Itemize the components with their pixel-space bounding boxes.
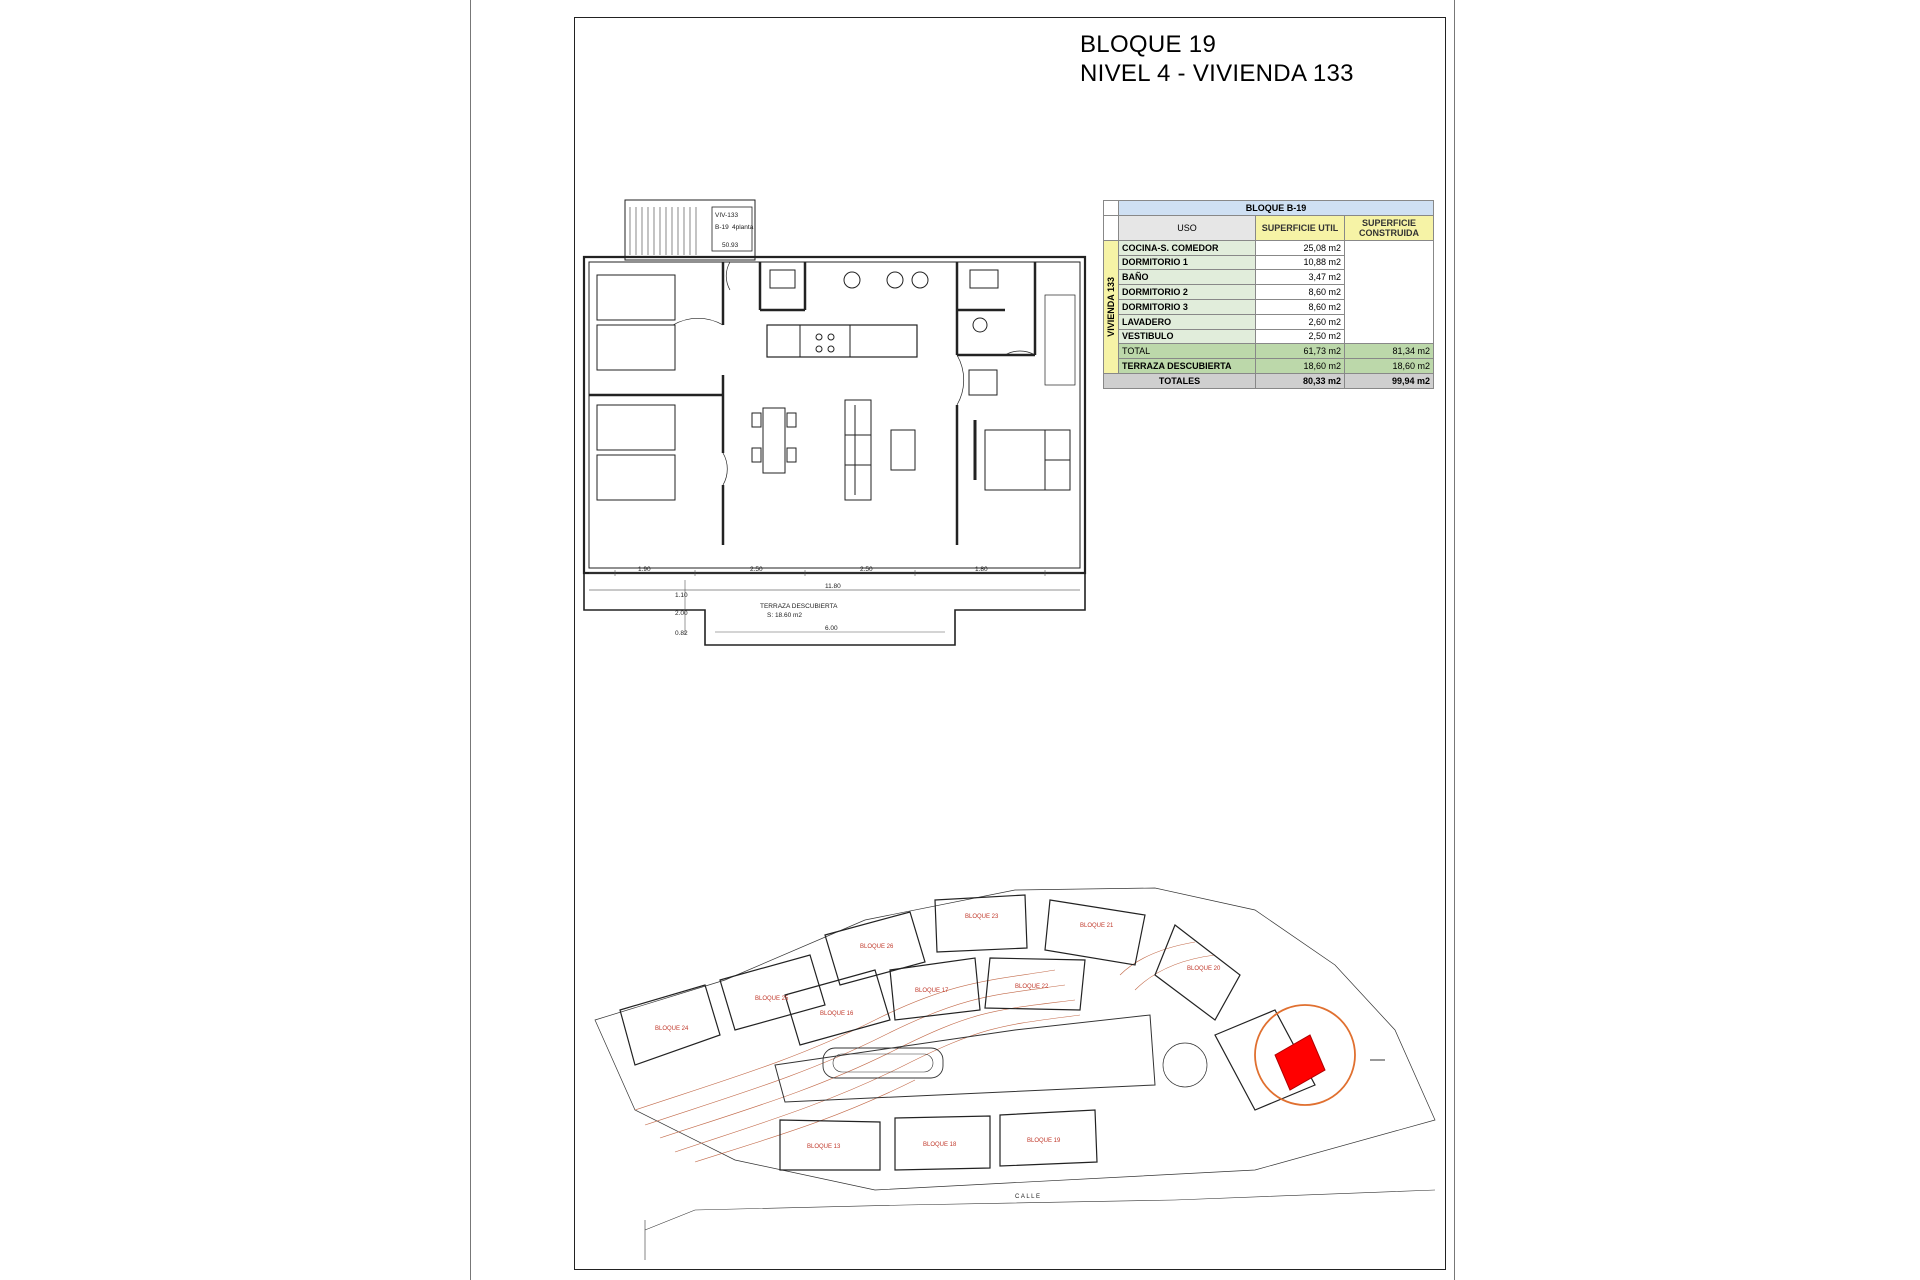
side-label: VIVIENDA 133 [1106, 277, 1116, 337]
table-header: BLOQUE B-19 [1118, 200, 1434, 216]
dim-v1: 1.10 [675, 592, 688, 599]
block-label: BLOQUE 20 [1187, 966, 1221, 972]
block-label: BLOQUE 24 [655, 1026, 689, 1032]
bed-1 [596, 274, 676, 321]
dining-table [762, 407, 786, 474]
site-plan: BLOQUE 24 BLOQUE 25 BLOQUE 26 BLOQUE 23 … [594, 887, 1436, 1260]
col-uso: USO [1118, 214, 1256, 241]
stairs [629, 207, 697, 255]
row-util: 2,50 m2 [1255, 328, 1345, 345]
block-label: BLOQUE 22 [1015, 984, 1049, 990]
highlighted-unit [1274, 1034, 1326, 1091]
unit-tag-box [711, 206, 753, 252]
bed-2 [596, 324, 676, 371]
row-util: 2,60 m2 [1255, 313, 1345, 330]
sink-1 [769, 269, 796, 289]
dim-2: 2.50 [750, 566, 763, 573]
row-uso: COCINA-S. COMEDOR [1118, 239, 1256, 256]
row-uso: VESTIBULO [1118, 328, 1256, 345]
row-uso: DORMITORIO 2 [1118, 284, 1256, 300]
dim-1: 1.90 [638, 566, 651, 573]
bed-4 [596, 454, 676, 501]
interior-walls [589, 262, 1037, 545]
area-table: BLOQUE B-19 USO SUPERFICIE UTIL SUPERFIC… [1103, 200, 1434, 389]
total-uso: TOTAL [1118, 343, 1256, 360]
tag-block: B-19 [715, 224, 729, 231]
total-util: 61,73 m2 [1255, 343, 1345, 360]
drawing-title: BLOQUE 19 NIVEL 4 - VIVIENDA 133 [1080, 30, 1354, 88]
dim-v2: 2.00 [675, 610, 688, 617]
row-uso: DORMITORIO 1 [1118, 254, 1256, 271]
dim-total: 11.80 [825, 583, 841, 590]
tag-floor: 4planta [732, 224, 754, 231]
dim-4: 1.80 [975, 566, 988, 573]
row-util: 10,88 m2 [1255, 254, 1345, 271]
row-uso: DORMITORIO 3 [1118, 298, 1256, 315]
roundabout [1162, 1042, 1208, 1088]
outer-wall [582, 255, 1087, 575]
block-label: BLOQUE 21 [1080, 923, 1114, 929]
stair-block [624, 199, 756, 261]
totales-uso: TOTALES [1103, 372, 1256, 389]
title-block: BLOQUE 19 [1080, 31, 1217, 58]
terrace-outline [583, 573, 1086, 646]
row-uso: LAVADERO [1118, 313, 1256, 330]
terrace-area: S: 18.60 m2 [767, 612, 802, 619]
col-util: SUPERFICIE UTIL [1255, 214, 1345, 241]
contour-lines [634, 941, 1216, 1163]
bed-3 [596, 404, 676, 451]
block-label: BLOQUE 26 [860, 944, 894, 950]
terraza-construida: 18,60 m2 [1344, 358, 1434, 374]
row-util: 25,08 m2 [1255, 239, 1345, 256]
row-uso: BAÑO [1118, 269, 1256, 286]
floor-plan: VIV-133 B-19 4planta 50.93 1.90 2.50 2.5… [582, 199, 1087, 646]
dim-v3: 0.82 [675, 630, 688, 637]
terrace-label: TERRAZA DESCUBIERTA [760, 603, 838, 610]
side-label-cell: VIVIENDA 133 [1103, 239, 1119, 374]
terraza-util: 18,60 m2 [1255, 358, 1345, 374]
dimension-lines [589, 570, 1080, 635]
drawing-frame [574, 17, 1446, 1270]
block-label: BLOQUE 16 [820, 1011, 854, 1017]
totales-util: 80,33 m2 [1255, 372, 1345, 389]
row-util: 8,60 m2 [1255, 284, 1345, 300]
title-level-unit: NIVEL 4 - VIVIENDA 133 [1080, 60, 1354, 87]
kitchen-counter [766, 324, 918, 358]
block-label: BLOQUE 18 [923, 1142, 957, 1148]
row-util: 3,47 m2 [1255, 269, 1345, 286]
terraza-uso: TERRAZA DESCUBIERTA [1118, 358, 1256, 374]
totales-construida: 99,94 m2 [1344, 372, 1434, 389]
street-label: CALLE [1015, 1194, 1042, 1200]
dim-3: 2.50 [860, 566, 873, 573]
site-boundary [594, 887, 1436, 1191]
toilet-1 [843, 271, 861, 289]
dim-bottom: 6.00 [825, 625, 838, 632]
building-blocks [619, 894, 1316, 1171]
drawing-sheet [470, 0, 1455, 1280]
block-label: BLOQUE 13 [807, 1144, 841, 1150]
block-label: BLOQUE 23 [965, 914, 999, 920]
laundry-area [1044, 294, 1076, 386]
coffee-table [890, 429, 916, 471]
plan-labels: VIV-133 B-19 4planta 50.93 1.90 2.50 2.5… [638, 212, 988, 637]
block-label: BLOQUE 19 [1027, 1138, 1061, 1144]
block-labels: BLOQUE 24 BLOQUE 25 BLOQUE 26 BLOQUE 23 … [655, 914, 1221, 1150]
tag-area: 50.93 [722, 242, 739, 249]
block-label: BLOQUE 17 [915, 988, 949, 994]
block-label: BLOQUE 25 [755, 996, 789, 1002]
sofa [844, 399, 872, 501]
tag-unit: VIV-133 [715, 212, 739, 219]
pool [822, 1047, 944, 1079]
location-circle [1254, 1004, 1356, 1106]
col-construida: SUPERFICIE CONSTRUIDA [1344, 214, 1434, 241]
total-construida: 81,34 m2 [1344, 343, 1434, 360]
pool-deck [774, 1014, 1156, 1103]
row-util: 8,60 m2 [1255, 298, 1345, 315]
